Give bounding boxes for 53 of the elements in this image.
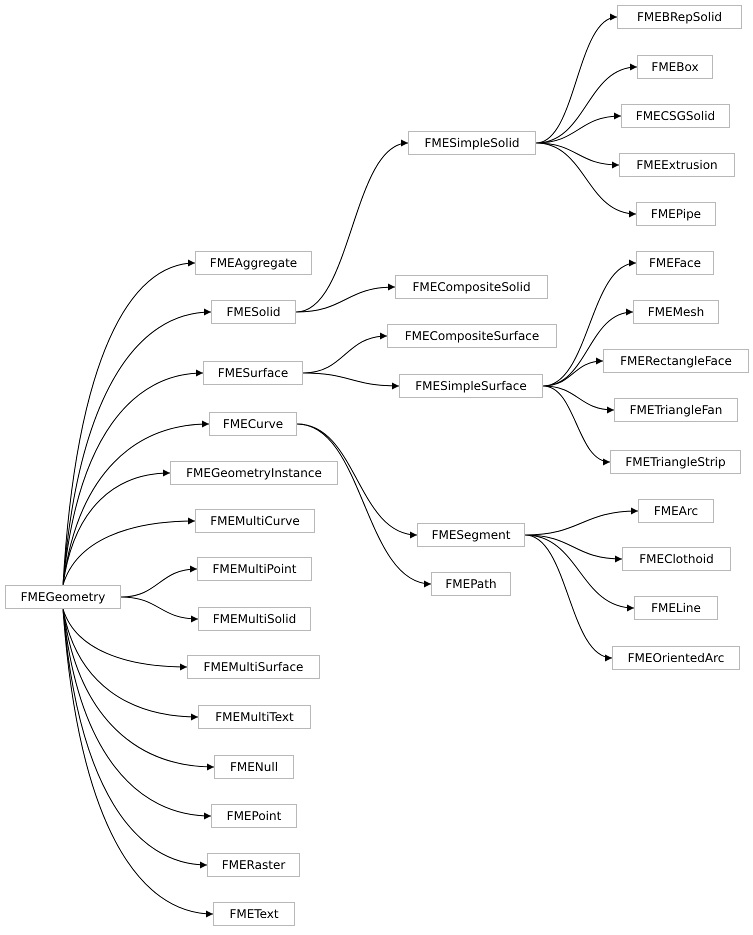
class-box: FMETriangleStrip <box>610 450 741 474</box>
arrow <box>62 608 214 770</box>
class-box: FMENull <box>214 755 294 779</box>
class-box: FMEClothoid <box>622 547 731 571</box>
arrow <box>62 309 212 586</box>
class-box: FMELine <box>634 596 718 620</box>
class-box: FMEPoint <box>211 804 297 828</box>
class-box: FMEGeometryInstance <box>170 461 338 485</box>
arrow <box>296 284 396 312</box>
arrow <box>62 420 210 586</box>
class-box: FMEBRepSolid <box>617 5 742 29</box>
class-box: FMESimpleSolid <box>408 131 536 155</box>
class-box: FMEExtrusion <box>619 153 735 177</box>
class-box: FMERaster <box>207 853 300 877</box>
arrow <box>62 370 204 586</box>
class-box: FMESimpleSurface <box>399 374 543 398</box>
class-box: FMEFace <box>636 251 714 275</box>
arrow <box>62 608 212 819</box>
class-box: FMEMultiSurface <box>187 655 320 679</box>
arrow <box>524 534 612 660</box>
arrow <box>120 596 198 622</box>
arrow <box>296 141 408 312</box>
arrow <box>296 424 432 586</box>
class-box: FMEPipe <box>636 202 716 226</box>
class-box: FMESolid <box>211 300 296 324</box>
class-box: FMEBox <box>637 55 713 79</box>
class-box: FMECSGSolid <box>621 104 730 128</box>
class-box: FMEGeometry <box>5 585 121 609</box>
class-box: FMECompositeSolid <box>395 275 548 299</box>
class-box: FMECurve <box>209 412 297 436</box>
class-box: FMEMesh <box>633 300 719 324</box>
class-box: FMESurface <box>203 361 303 385</box>
arrow <box>542 386 610 464</box>
class-box: FMEMultiSolid <box>198 607 311 631</box>
arrow <box>62 470 170 586</box>
class-box: FMEMultiText <box>198 705 311 729</box>
class-box: FMEAggregate <box>195 251 312 275</box>
class-box: FMEOrientedArc <box>612 646 740 670</box>
class-box: FMECompositeSurface <box>387 324 557 348</box>
class-box: FMERectangleFace <box>603 349 749 373</box>
arrow <box>62 518 196 586</box>
class-box: FMEText <box>213 902 295 926</box>
class-box: FMEMultiPoint <box>197 557 312 581</box>
arrow <box>62 608 198 720</box>
arrow <box>536 142 636 217</box>
class-box: FMETriangleFan <box>614 398 738 422</box>
arrow <box>62 608 214 917</box>
class-box: FMEPath <box>431 572 511 596</box>
class-box: FMESegment <box>417 523 525 547</box>
class-box: FMEMultiCurve <box>195 509 315 533</box>
class-box: FMEArc <box>638 499 714 523</box>
arrow <box>302 372 400 390</box>
arrow <box>62 608 188 670</box>
